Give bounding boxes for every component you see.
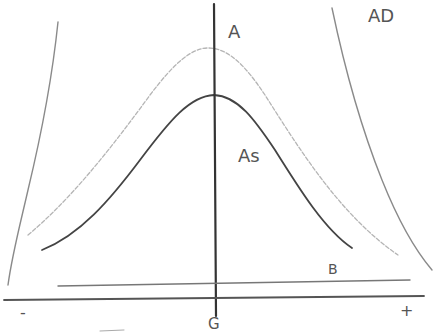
curve-label: A (226, 22, 242, 42)
bell-curve (42, 95, 352, 250)
curve-label: AD (366, 6, 396, 26)
baseline-b (58, 280, 410, 286)
line-label: B (326, 261, 340, 277)
tick-mark (100, 330, 124, 331)
axis-label: G (206, 316, 222, 333)
bell-curve (28, 48, 398, 255)
horizontal-axis (4, 296, 424, 300)
sign-label: - (18, 304, 28, 322)
curve-label: As (236, 146, 262, 166)
vertical-axis (214, 4, 216, 316)
outer-curve (332, 8, 432, 270)
sign-label: + (398, 302, 415, 320)
